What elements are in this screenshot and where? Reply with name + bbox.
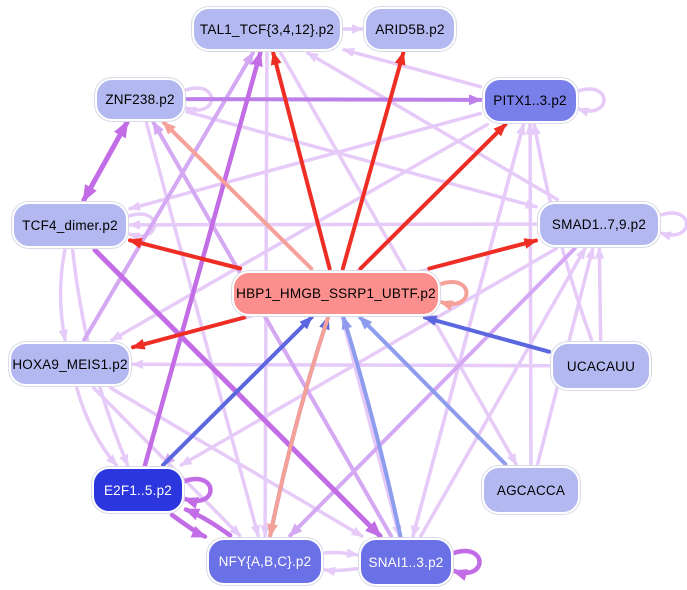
edge-znf238-to-smad1 bbox=[185, 110, 538, 209]
node-pitx1[interactable]: PITX1..3.p2 bbox=[482, 77, 578, 123]
node-ucacauu[interactable]: UCACAUU bbox=[551, 342, 651, 390]
edge-hbp1-to-tal1 bbox=[270, 51, 332, 271]
edge-tcf4-to-hoxa9 bbox=[58, 248, 68, 342]
node-smad1[interactable]: SMAD1..7,9.p2 bbox=[538, 201, 660, 247]
edge-snai1-to-snai1 bbox=[451, 548, 482, 581]
edge-ucacauu-to-smad1 bbox=[594, 246, 605, 342]
edge-smad1-to-tcf4 bbox=[128, 220, 538, 230]
edge-hbp1-to-tcf4 bbox=[128, 237, 243, 271]
node-tal1-tcf[interactable]: TAL1_TCF{3,4,12}.p2 bbox=[192, 7, 342, 51]
edge-hoxa9-to-e2f1 bbox=[75, 386, 119, 467]
node-snai1[interactable]: SNAI1..3.p2 bbox=[359, 538, 453, 586]
edge-e2f1-to-e2f1 bbox=[182, 476, 213, 509]
edge-ucacauu-to-hbp1 bbox=[422, 315, 551, 354]
edge-e2f1-to-hbp1 bbox=[161, 315, 314, 467]
edge-ucacauu-to-hoxa9 bbox=[131, 359, 551, 370]
node-hoxa9-meis1[interactable]: HOXA9_MEIS1.p2 bbox=[9, 342, 131, 386]
node-arid5b[interactable]: ARID5B.p2 bbox=[364, 7, 456, 51]
node-label: AGCACCA bbox=[496, 482, 566, 498]
edge-snai1-to-znf238 bbox=[151, 120, 394, 538]
node-label: TAL1_TCF{3,4,12}.p2 bbox=[199, 21, 335, 37]
edge-znf238-to-tcf4 bbox=[81, 120, 130, 203]
edge-pitx1-to-tcf4 bbox=[128, 111, 483, 211]
edge-tcf4-to-tcf4 bbox=[127, 212, 157, 242]
node-tcf4-dimer[interactable]: TCF4_dimer.p2 bbox=[12, 202, 128, 248]
node-znf238[interactable]: ZNF238.p2 bbox=[95, 77, 185, 121]
edge-smad1-to-smad1 bbox=[659, 211, 687, 241]
edge-pitx1-to-pitx1 bbox=[576, 87, 606, 117]
edge-hbp1-to-smad1 bbox=[427, 238, 538, 271]
edge-znf238-to-pitx1 bbox=[185, 94, 483, 106]
node-label: ARID5B.p2 bbox=[375, 21, 445, 37]
edge-hbp1-to-znf238 bbox=[161, 120, 314, 271]
edge-pitx1-to-hoxa9 bbox=[110, 122, 490, 342]
edge-hbp1-to-hoxa9 bbox=[131, 315, 247, 350]
node-label: SMAD1..7,9.p2 bbox=[551, 216, 647, 232]
edge-hbp1-to-arid5b bbox=[340, 51, 406, 271]
edge-agcacca-to-hbp1 bbox=[358, 315, 508, 466]
node-label: PITX1..3.p2 bbox=[493, 92, 567, 108]
edge-snai1-to-hbp1 bbox=[341, 315, 403, 538]
edge-snai1-to-nfy bbox=[323, 566, 359, 577]
edge-hbp1-to-hbp1 bbox=[439, 280, 469, 311]
edge-snai1-to-smad1 bbox=[419, 246, 587, 538]
node-label: HBP1_HMGB_SSRP1_UBTF.p2 bbox=[236, 285, 436, 301]
node-label: TCF4_dimer.p2 bbox=[22, 217, 118, 233]
edge-nfy-to-snai1 bbox=[323, 548, 359, 558]
node-e2f1[interactable]: E2F1..5.p2 bbox=[92, 467, 184, 513]
edge-smad1-to-e2f1 bbox=[179, 246, 559, 467]
edge-pitx1-to-tal1 bbox=[342, 47, 483, 89]
node-agcacca[interactable]: AGCACCA bbox=[482, 466, 580, 514]
edge-hoxa9-to-tal1 bbox=[82, 51, 255, 342]
edge-tal1-to-agcacca bbox=[278, 51, 518, 466]
node-label: ZNF238.p2 bbox=[105, 91, 175, 107]
edge-e2f1-to-nfy bbox=[169, 512, 208, 539]
edge-hbp1-to-nfy bbox=[267, 315, 330, 538]
node-label: SNAI1..3.p2 bbox=[368, 554, 444, 570]
edge-hoxa9-to-snai1 bbox=[108, 386, 364, 538]
node-label: E2F1..5.p2 bbox=[103, 482, 173, 498]
node-label: UCACAUU bbox=[566, 358, 636, 374]
node-nfy[interactable]: NFY{A,B,C}.p2 bbox=[207, 537, 323, 585]
node-label: HOXA9_MEIS1.p2 bbox=[12, 356, 128, 372]
node-label: NFY{A,B,C}.p2 bbox=[218, 553, 312, 569]
edge-nfy-to-e2f1 bbox=[183, 507, 233, 538]
node-hbp1-hmgb-ssrp1-ubtf[interactable]: HBP1_HMGB_SSRP1_UBTF.p2 bbox=[232, 270, 440, 316]
edge-hbp1-to-pitx1 bbox=[358, 122, 508, 271]
